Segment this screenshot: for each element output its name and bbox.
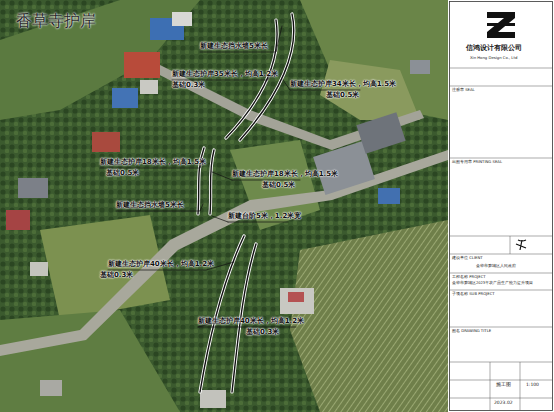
annotation-label: 新建台阶5米，1.2米宽 [228,213,301,221]
annotation-label: 基础0.5米 [262,182,295,190]
annotation-label: 新建生态护岸34米长，均高1.5米 [290,81,396,89]
title-block-text: 建设单位 CLIENT [452,256,483,260]
title-block-text: 工程名称 PROJECT [452,275,486,279]
annotation-label: 新建生态护岸18米长，均高1.5米 [100,159,206,167]
map-title: 香草寺护岸 [16,12,96,30]
annotation-label: 新建生态挡水墙5米长 [116,202,184,210]
annotation-label: 新建生态护岸18米长，均高1.5米 [232,171,338,179]
annotation-label: 新建生态护岸35米长，均高1.2米 [172,71,278,79]
annotation-label: 基础0.5米 [326,92,359,100]
title-block-text: 2023.02 [494,401,513,406]
title-block-text: 金华市婺城区2023年农产品生产能力提升项目 [452,282,533,286]
annotation-label: 基础0.3米 [172,82,205,90]
title-block-text: 施工图 [496,383,511,388]
annotation-label: 新建生态挡水墙5米长 [200,43,268,51]
annotation-label: 新建生态护岸40米长，均高1.2米 [108,261,214,269]
annotation-label: 新建生态护岸40米长，均高1.2米 [198,318,304,326]
title-block-text: 信鸿设计有限公司 [466,45,522,53]
title-block-text: 图名 DRAWING TITLE [452,329,491,333]
annotation-label: 基础0.5米 [106,170,139,178]
title-block-text: 注册章 SEAL [452,88,475,92]
title-block-text: 出图专用章 PRINTING SEAL [452,160,502,164]
annotation-label: 基础0.3米 [246,329,279,337]
annotation-label: 基础0.3米 [100,272,133,280]
title-block-text: Xin Hong Design Co., Ltd [470,56,517,60]
title-block-text: 1:100 [526,383,539,388]
title-block-text: 金华市婺城区人民政府 [476,264,516,268]
title-block-text: 子项名称 SUB PROJECT [452,292,495,296]
